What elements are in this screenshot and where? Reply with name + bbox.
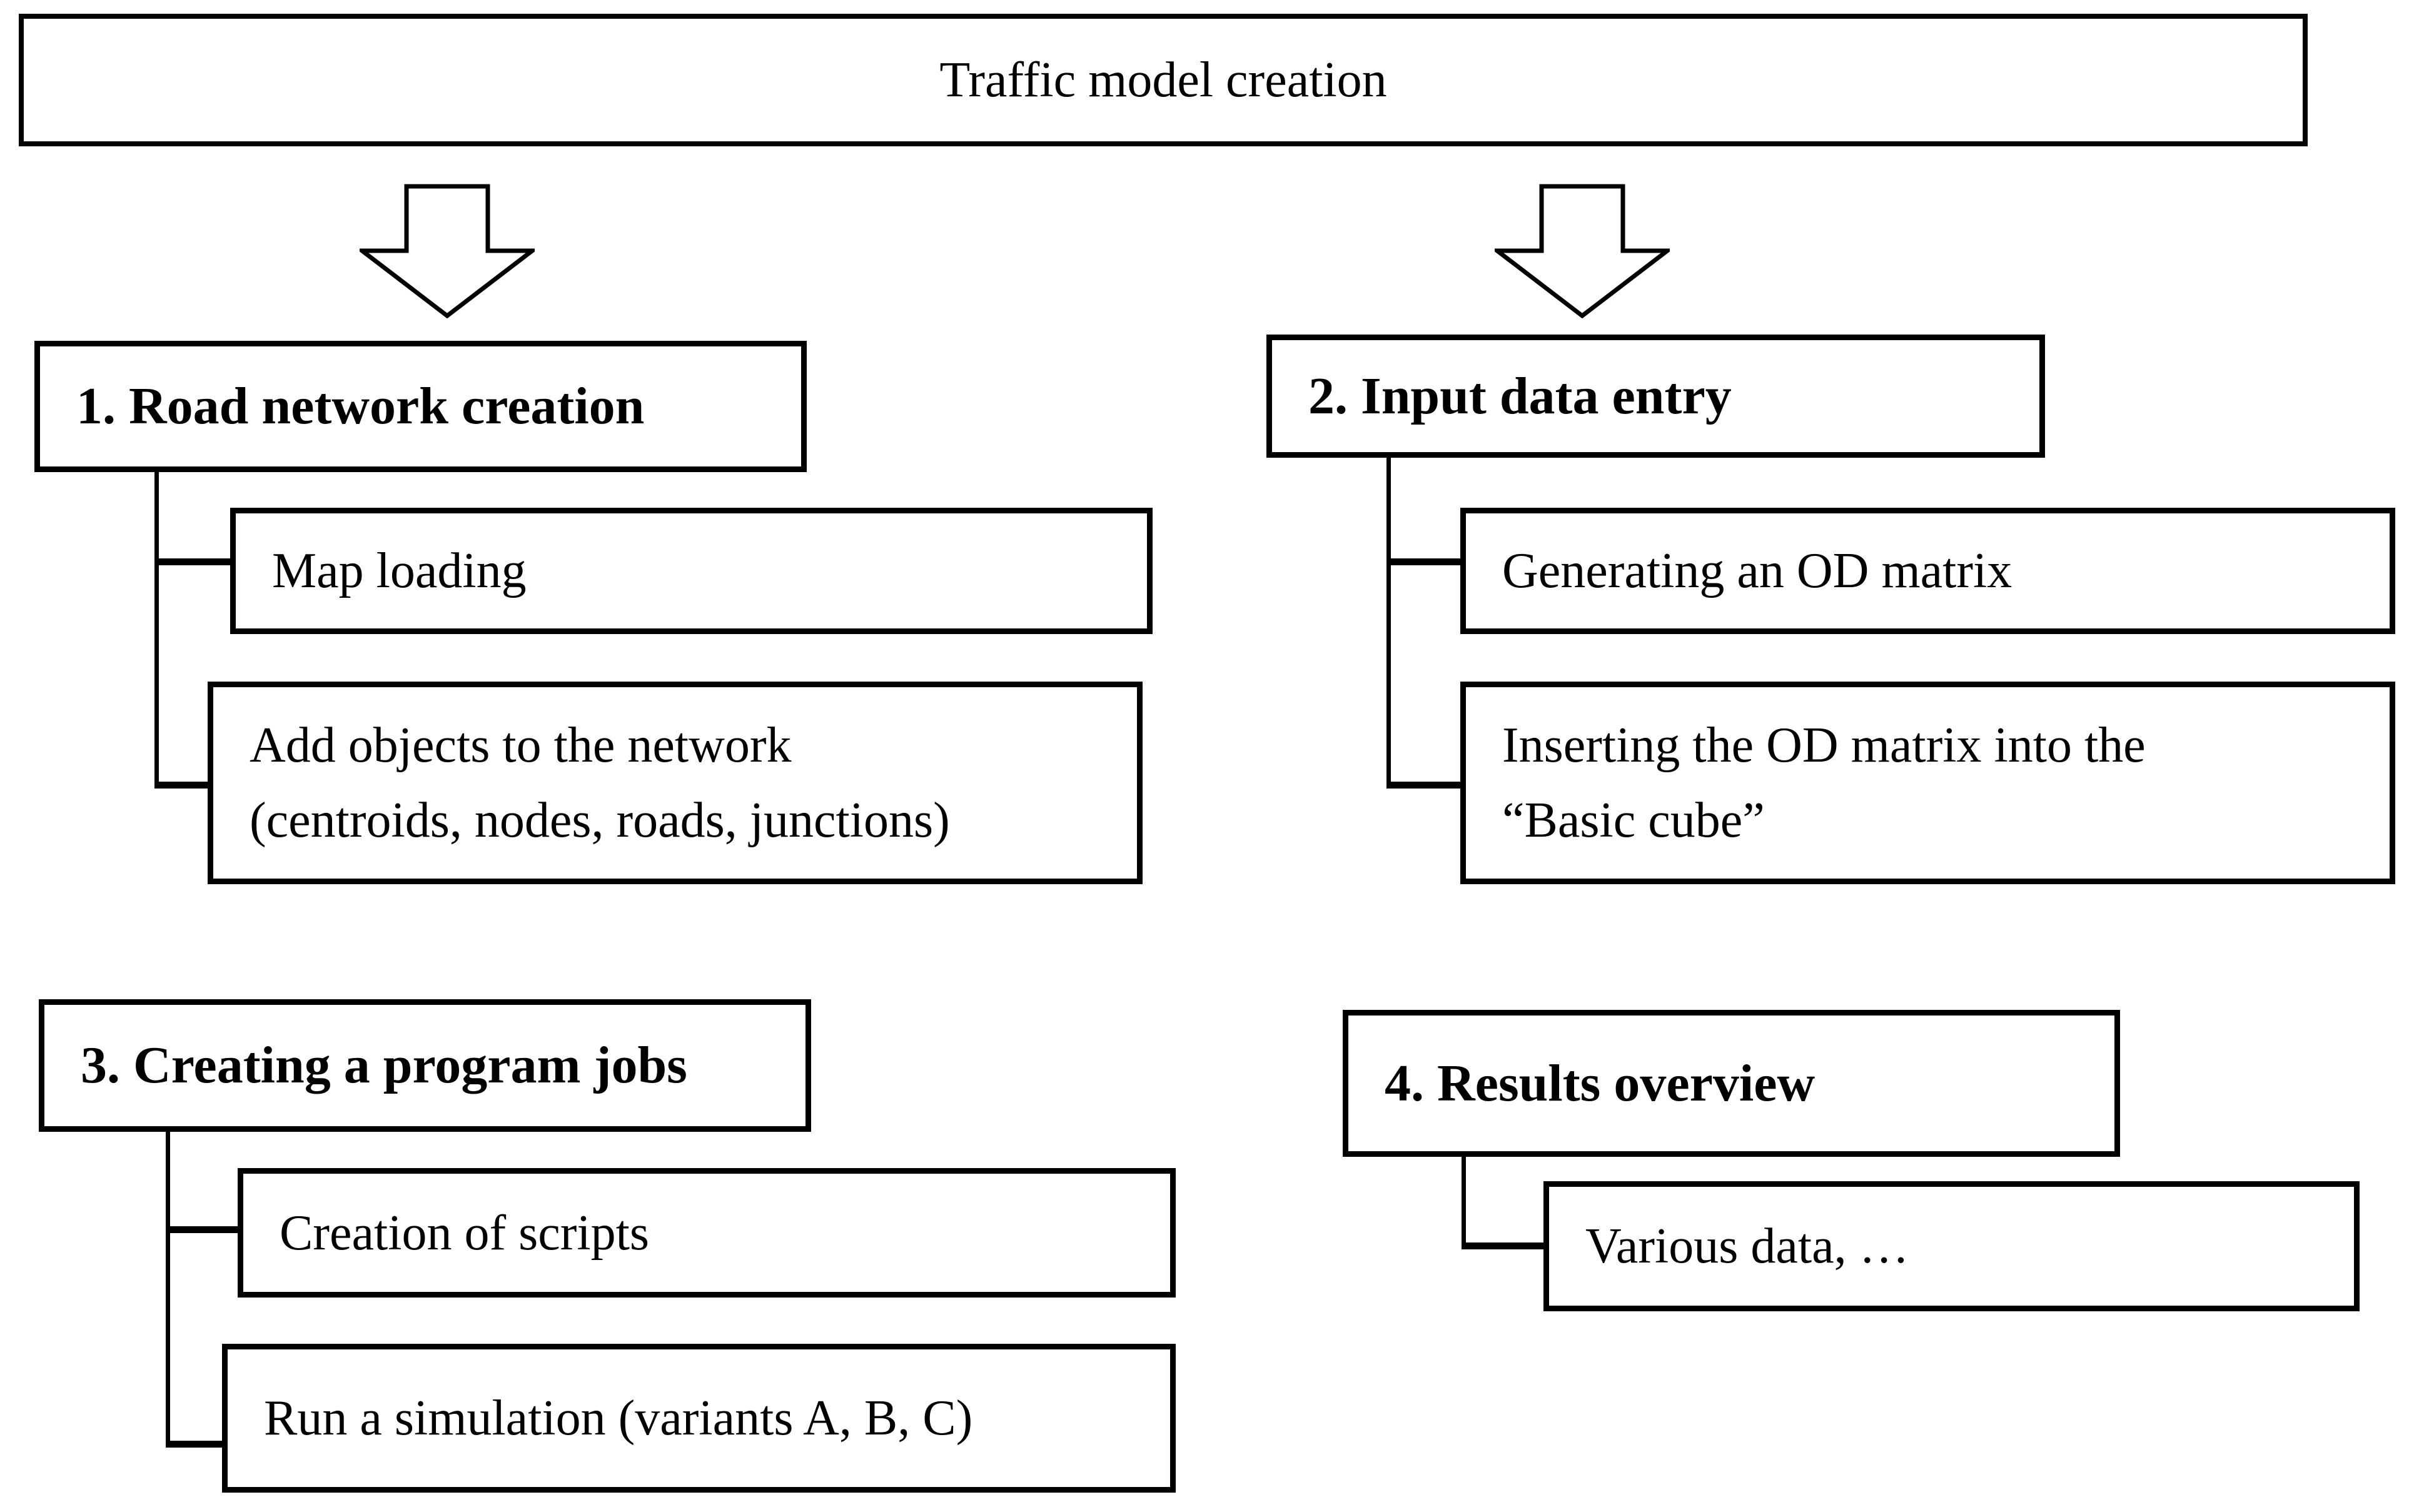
step1-child-add-objects-box: Add objects to the network (centroids, n… [208, 682, 1143, 884]
step3-heading-box: 3. Creating a program jobs [39, 999, 811, 1132]
step2-child-basic-cube-box: Inserting the OD matrix into the “Basic … [1460, 682, 2395, 884]
step1-child-map-loading-box: Map loading [230, 508, 1153, 634]
connector-line-branch [166, 1441, 222, 1448]
generating-od-matrix-label: Generating an OD matrix [1502, 543, 2012, 598]
connector-line-vertical [154, 471, 159, 787]
step1-heading-label: 1. Road network creation [76, 377, 645, 435]
step4-heading-box: 4. Results overview [1343, 1010, 2120, 1157]
connector-line-branch [1462, 1242, 1543, 1249]
step4-child-various-data-box: Various data, … [1543, 1181, 2360, 1311]
connector-line-vertical [1386, 456, 1391, 787]
title-box: Traffic model creation [19, 14, 2308, 146]
run-simulation-label: Run a simulation (variants A, B, C) [264, 1391, 973, 1446]
down-arrow-icon [1495, 184, 1670, 318]
down-arrow-icon [360, 184, 535, 318]
connector-line-branch [1386, 558, 1460, 565]
title-label: Traffic model creation [939, 53, 1387, 108]
various-data-label: Various data, … [1585, 1219, 1909, 1274]
inserting-od-matrix-label-line2: “Basic cube” [1502, 793, 1765, 848]
step3-heading-label: 3. Creating a program jobs [81, 1036, 687, 1094]
add-objects-label-line2: (centroids, nodes, roads, junctions) [250, 793, 950, 848]
connector-line-branch [154, 782, 208, 789]
step2-child-od-matrix-box: Generating an OD matrix [1460, 508, 2395, 634]
connector-line-branch [1386, 782, 1460, 789]
map-loading-label: Map loading [272, 543, 527, 598]
step2-heading-label: 2. Input data entry [1308, 366, 1732, 425]
add-objects-label-line1: Add objects to the network [250, 718, 792, 773]
connector-line-branch [166, 1226, 238, 1233]
step1-heading-box: 1. Road network creation [34, 341, 807, 472]
inserting-od-matrix-label-line1: Inserting the OD matrix into the [1502, 718, 2146, 773]
connector-line-vertical [166, 1131, 170, 1448]
step3-child-scripts-box: Creation of scripts [238, 1168, 1176, 1298]
step2-heading-box: 2. Input data entry [1266, 335, 2045, 458]
creation-of-scripts-label: Creation of scripts [280, 1205, 649, 1261]
connector-line-vertical [1462, 1156, 1466, 1249]
connector-line-branch [154, 558, 230, 565]
step4-heading-label: 4. Results overview [1385, 1054, 1816, 1112]
step3-child-run-simulation-box: Run a simulation (variants A, B, C) [222, 1344, 1176, 1493]
